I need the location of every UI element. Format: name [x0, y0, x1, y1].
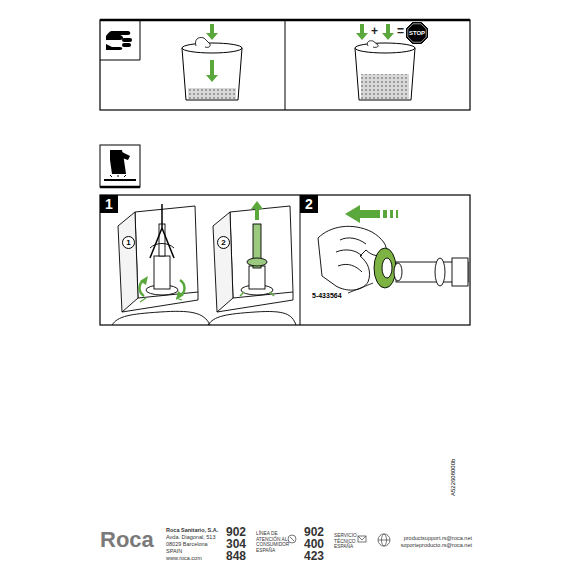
plus-sign: + [371, 24, 378, 38]
company-website-holder: www.roca.com [166, 555, 202, 561]
phone-caption-holder: SERVICIO TÉCNICO ESPAÑA [334, 533, 358, 550]
node-text: STOP [409, 30, 425, 36]
company-name-holder: Roca Sanitario, S.A. [166, 527, 218, 533]
step-number: 2 [300, 195, 318, 213]
node-text: 2 [305, 197, 313, 211]
email-address: productsupport.rs@roca.net [404, 535, 472, 541]
document-code-holder: A522608000b [450, 459, 457, 496]
equals-sign-holder: = [397, 25, 404, 39]
email-address: soporteproducto.rs@roca.net [401, 542, 472, 548]
callout-circle: 2 [217, 236, 230, 249]
email-address-holder: productsupport.rs@roca.net [392, 535, 472, 541]
phone-number: 902 400 423 [304, 525, 324, 563]
company-address: Avda. Diagonal, 513 [166, 534, 215, 540]
octagon-shape [407, 23, 428, 44]
step-number: 1 [100, 195, 118, 213]
node-text: 1 [105, 197, 113, 211]
phone-number-holder: 902 304 848 [226, 526, 252, 562]
top-panel [100, 20, 470, 110]
part-number: 5-433564 [312, 292, 342, 299]
brand-logo: Roca [100, 527, 154, 552]
email-address-holder: soporteproducto.rs@roca.net [392, 542, 472, 548]
document-code: A522608000b [450, 459, 456, 496]
phone-caption: LÍNEA DE ATENCIÓN AL CONSUMIDOR ESPAÑA [256, 531, 289, 553]
company-address: SPAIN [166, 548, 182, 554]
company-address-holder: SPAIN [166, 548, 182, 554]
node-text: 2 [221, 239, 225, 247]
phone-number-holder: 902 400 423 [304, 526, 330, 562]
octagon-rim [408, 24, 426, 42]
callout-circle: 1 [122, 236, 135, 249]
node-text: 1 [126, 239, 130, 247]
company-address-holder: Avda. Diagonal, 513 [166, 534, 215, 540]
company-address-holder: 08029 Barcelona [166, 541, 208, 547]
cleaning-icon [100, 145, 140, 187]
phone-caption: SERVICIO TÉCNICO ESPAÑA [334, 533, 357, 549]
phone-number: 902 304 848 [226, 525, 246, 563]
part-number-holder: 5-433564 [312, 292, 342, 300]
company-address: 08029 Barcelona [166, 541, 208, 547]
company-website: www.roca.com [166, 555, 202, 561]
cistern-step-1 [112, 204, 210, 325]
cistern-tank [182, 24, 242, 100]
seal-replacement [318, 205, 468, 293]
cistern-step-2 [208, 201, 296, 325]
steps-panel [100, 195, 470, 325]
equals-sign: = [397, 24, 404, 38]
company-name: Roca Sanitario, S.A. [166, 527, 218, 533]
stop-sign: STOP [406, 22, 428, 44]
phone-caption-holder: LÍNEA DE ATENCIÓN AL CONSUMIDOR ESPAÑA [256, 531, 288, 553]
brand-logo-holder: Roca [100, 527, 154, 552]
plus-sign-holder: + [371, 25, 378, 39]
hand-icon [106, 31, 132, 50]
